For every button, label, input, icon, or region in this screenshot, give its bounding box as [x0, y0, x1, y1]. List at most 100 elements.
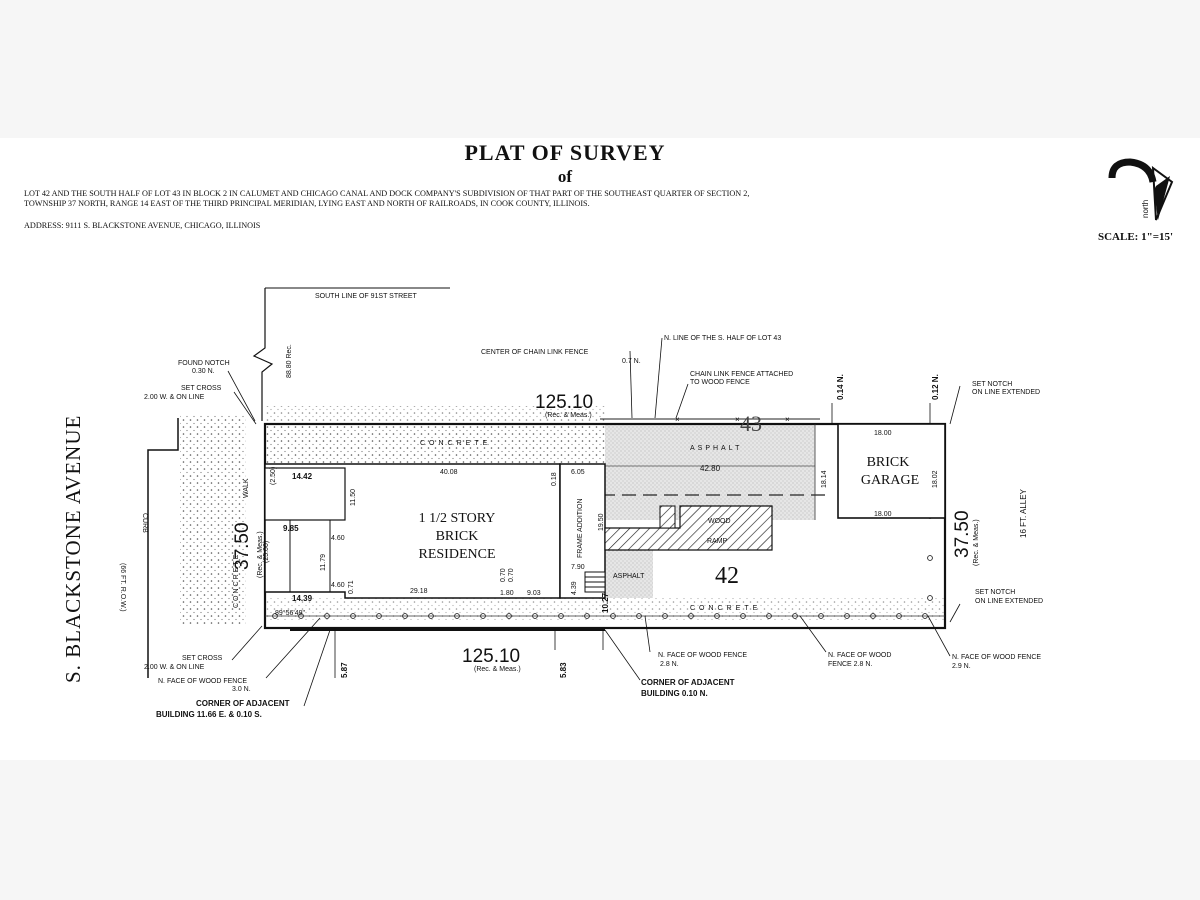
- house-dim-1950: 19.50: [598, 513, 605, 531]
- set-cross-top-label: SET CROSS: [181, 385, 222, 392]
- chain-link-fence: × × ×: [600, 415, 820, 424]
- found-notch-value: 0.30 N.: [192, 368, 215, 375]
- brick-garage: [837, 423, 946, 519]
- top-offset-a: 0.14 N.: [836, 374, 845, 400]
- residence-outline: [264, 463, 606, 599]
- residence-label-1: 1 1/2 STORY: [419, 511, 496, 526]
- street-name-blackstone: S. BLACKSTONE AVENUE: [61, 415, 85, 683]
- survey-sheet: PLAT OF SURVEY of LOT 42 AND THE SOUTH H…: [0, 138, 1200, 760]
- scale-label: SCALE: 1"=15': [1098, 231, 1173, 243]
- north-arrow-icon: north: [1108, 158, 1174, 221]
- north-label: north: [1141, 200, 1150, 218]
- left-width-dim: 37.50: [232, 522, 253, 570]
- house-dim-2918: 29.18: [410, 588, 428, 595]
- curb-label: CURB: [141, 513, 148, 533]
- asphalt-top-label: ASPHALT: [690, 445, 742, 452]
- garage-dim-bottom: 18.00: [874, 511, 892, 518]
- house-dim-071: 0.71: [348, 580, 355, 594]
- plat-title: PLAT OF SURVEY: [464, 140, 665, 165]
- top-length-dim: 125.10: [535, 392, 593, 413]
- curb-line: [147, 418, 179, 678]
- center-fence-value: 0.7 N.: [622, 358, 641, 365]
- set-cross-bottom-value: 2.00 W. & ON LINE: [144, 664, 205, 671]
- corner-adjacent-2-label: CORNER OF ADJACENT: [641, 678, 735, 687]
- wood-ramp: [604, 505, 773, 551]
- center-fence-label: CENTER OF CHAIN LINK FENCE: [481, 349, 589, 356]
- house-dim-1150: 11.50: [350, 489, 357, 506]
- wood-fence-30-label: N. FACE OF WOOD FENCE: [158, 678, 247, 685]
- street-row-width: (66 FT. R.O.W.): [119, 563, 126, 612]
- fence-post: [927, 595, 933, 601]
- plat-subtitle: of: [558, 167, 573, 186]
- legal-description-line-1: LOT 42 AND THE SOUTH HALF OF LOT 43 IN B…: [24, 189, 749, 198]
- bottom-offset-c: 10.27: [601, 592, 610, 613]
- wood-fence-29-value: 2.9 N.: [952, 663, 971, 670]
- residence-label-2: BRICK: [436, 529, 479, 544]
- chain-fence-label: CHAIN LINK FENCE ATTACHED: [690, 371, 793, 378]
- corner-adjacent-2-value: BUILDING 0.10 N.: [641, 689, 708, 698]
- residence-label-3: RESIDENCE: [419, 547, 496, 562]
- leader-lines: [227, 337, 961, 707]
- house-dim-439: 4.39: [571, 581, 578, 595]
- asphalt-driveway: [605, 424, 815, 520]
- concrete-drive-top: [265, 424, 605, 464]
- frame-addition-label: FRAME ADDITION: [577, 498, 584, 558]
- ramp-label: RAMP: [707, 538, 728, 545]
- garage-dim-left: 18.14: [821, 470, 828, 488]
- bottom-rec-meas: (Rec. & Meas.): [474, 666, 521, 673]
- right-width-dim: 37.50: [952, 510, 973, 558]
- bottom-length-dim: 125.10: [462, 646, 520, 667]
- set-notch-top-label: SET NOTCH: [972, 381, 1012, 388]
- found-notch-label: FOUND NOTCH: [178, 360, 230, 367]
- plat-of-survey-drawing: PLAT OF SURVEY of LOT 42 AND THE SOUTH H…: [24, 140, 1174, 719]
- house-dim-903: 9.03: [527, 590, 541, 597]
- house-dim-1439: 14.39: [292, 594, 313, 603]
- stairs: [584, 571, 606, 593]
- svg-text:×: ×: [675, 415, 680, 424]
- right-rec-meas: (Rec. & Meas.): [973, 519, 980, 566]
- angle-label: 89°56'49": [275, 609, 305, 617]
- house-dim-1442: 14.42: [292, 472, 313, 481]
- rec-dimension-label: 88.80 Rec.: [286, 344, 293, 378]
- corner-adjacent-1-value: BUILDING 11.66 E. & 0.10 S.: [156, 710, 262, 719]
- house-dim-460a: 4.60: [331, 535, 345, 542]
- set-cross-bottom-label: SET CROSS: [182, 655, 223, 662]
- corner-adjacent-1-label: CORNER OF ADJACENT: [196, 699, 290, 708]
- right-of-way-line: [252, 288, 274, 421]
- walk-label: WALK: [243, 478, 250, 498]
- house-dim-2500: (25.00): [263, 541, 270, 563]
- set-notch-bottom-value: ON LINE EXTENDED: [975, 598, 1043, 605]
- asphalt-width-dim: 42.80: [700, 464, 721, 473]
- garage-label-2: GARAGE: [861, 473, 919, 488]
- wood-fence-29-label: N. FACE OF WOOD FENCE: [952, 654, 1041, 661]
- house-dim-605: 6.05: [571, 469, 585, 476]
- wood-fence-28b-value: FENCE 2.8 N.: [828, 661, 872, 668]
- house-dim-460b: 4.60: [331, 582, 345, 589]
- concrete-top-label: CONCRETE: [420, 440, 491, 447]
- set-notch-bottom-label: SET NOTCH: [975, 589, 1015, 596]
- house-dim-4008: 40.08: [440, 469, 458, 476]
- svg-text:×: ×: [735, 415, 740, 424]
- svg-text:×: ×: [785, 415, 790, 424]
- house-dim-1179: 11.79: [320, 554, 327, 571]
- house-dim-790: 7.90: [571, 564, 585, 571]
- sidewalk-concrete-label: CONCRETE: [233, 553, 240, 608]
- wood-fence-28b-label: N. FACE OF WOOD: [828, 652, 891, 659]
- sidewalk-concrete: [180, 414, 246, 624]
- house-dim-250: (2.50): [270, 467, 277, 485]
- wood-fence-30-value: 3.0 N.: [232, 686, 251, 693]
- house-dim-180: 1.80: [500, 590, 514, 597]
- house-dim-018: 0.18: [551, 472, 558, 486]
- lot-number-43: 43: [740, 411, 762, 436]
- concrete-apron: [265, 406, 605, 424]
- legal-description-line-2: TOWNSHIP 37 NORTH, RANGE 14 EAST OF THE …: [24, 199, 590, 208]
- south-line-label: SOUTH LINE OF 91ST STREET: [315, 293, 418, 300]
- garage-dim-right: 18.02: [932, 470, 939, 488]
- garage-dim-top: 18.00: [874, 430, 892, 437]
- alley-label: 16 FT. ALLEY: [1019, 488, 1028, 538]
- asphalt-patch: [605, 550, 653, 598]
- wood-fence-28a-label: N. FACE OF WOOD FENCE: [658, 652, 747, 659]
- asphalt-bottom-label: ASPHALT: [613, 573, 645, 580]
- garage-label-1: BRICK: [867, 455, 910, 470]
- ramp-landing: [659, 505, 676, 529]
